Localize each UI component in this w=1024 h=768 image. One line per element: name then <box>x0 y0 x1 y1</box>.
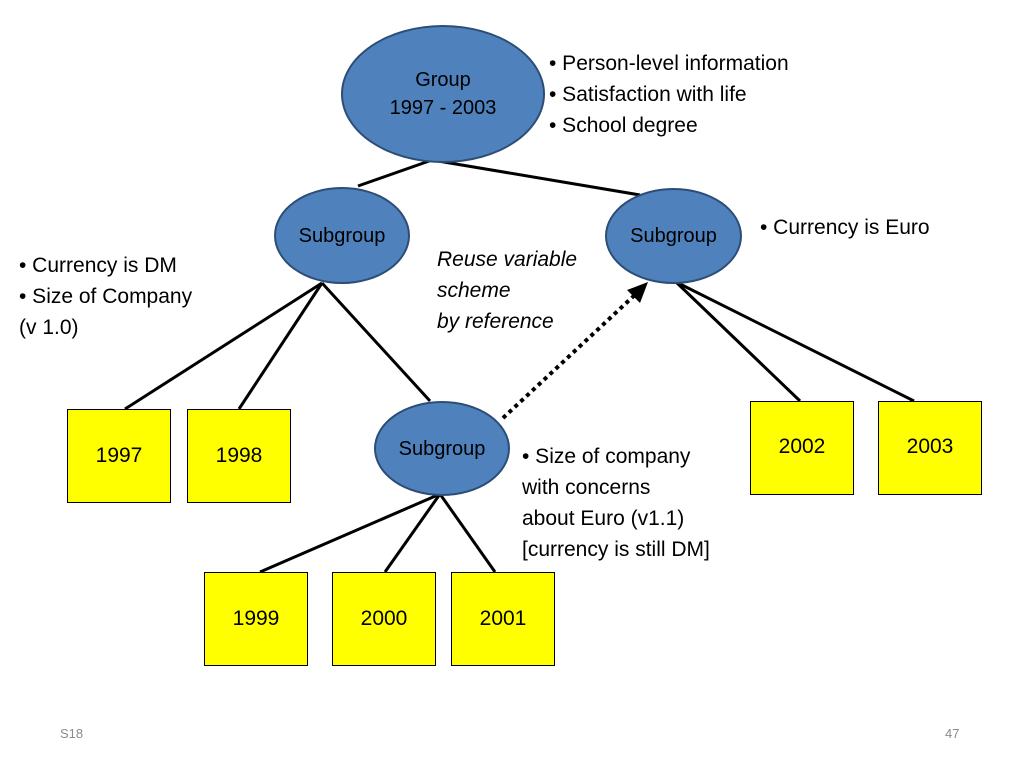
subgroup-right-node: Subgroup <box>605 188 742 284</box>
connector-mid-1999 <box>259 492 441 574</box>
subgroup-mid-label: Subgroup <box>398 437 486 460</box>
reuse-note-line: scheme <box>437 279 511 302</box>
reuse-note-line: Reuse variable <box>437 248 578 271</box>
right-note-line: • Currency is Euro <box>760 216 930 239</box>
right-subgroup-notes: • Currency is Euro <box>760 212 930 243</box>
connector-right-2002 <box>674 280 802 403</box>
mid-note-line: [currency is still DM] <box>522 538 710 561</box>
subgroup-mid-node: Subgroup <box>374 401 510 496</box>
subgroup-right-label: Subgroup <box>630 225 717 247</box>
year-box-2000: 2000 <box>332 572 436 666</box>
group-node: Group 1997 - 2003 <box>341 25 545 163</box>
mid-note-line: • Size of company <box>522 445 691 468</box>
year-label: 1997 <box>95 444 143 467</box>
connector-left-1998 <box>237 282 324 410</box>
year-box-1999: 1999 <box>204 572 308 666</box>
group-years: 1997 - 2003 <box>389 97 497 119</box>
reuse-arrow-line <box>501 290 640 420</box>
group-notes: • Person-level information • Satisfactio… <box>549 48 789 141</box>
mid-note-line: about Euro (v1.1) <box>522 507 685 530</box>
group-note-line: • Person-level information <box>549 52 789 75</box>
left-note-line: • Size of Company <box>19 285 193 308</box>
year-label: 2003 <box>906 435 954 458</box>
left-note-line: (v 1.0) <box>19 316 79 339</box>
page-number: 47 <box>945 726 960 741</box>
mid-note-line: with concerns <box>522 476 651 499</box>
group-title: Group <box>415 69 471 91</box>
connector-left-mid <box>320 281 432 403</box>
connector-left-1997 <box>124 281 323 411</box>
year-box-1997: 1997 <box>67 409 171 503</box>
group-note-line: • School degree <box>549 114 698 137</box>
connector-mid-2000 <box>383 493 442 573</box>
footer-left-label: S18 <box>60 726 84 741</box>
connector-group-right <box>431 158 641 197</box>
subgroup-left-label: Subgroup <box>298 224 386 247</box>
year-label: 2000 <box>360 607 408 630</box>
year-label: 2001 <box>479 607 527 630</box>
year-label: 1998 <box>215 444 263 467</box>
year-box-2001: 2001 <box>451 572 555 666</box>
year-box-2003: 2003 <box>878 401 982 495</box>
year-label: 2002 <box>778 435 826 458</box>
subgroup-left-node: Subgroup <box>274 187 410 284</box>
left-subgroup-notes: • Currency is DM • Size of Company (v 1.… <box>19 250 192 343</box>
left-note-line: • Currency is DM <box>19 254 177 277</box>
mid-subgroup-notes: • Size of company with concerns about Eu… <box>522 441 710 565</box>
year-box-1998: 1998 <box>187 409 291 503</box>
year-box-2002: 2002 <box>750 401 854 495</box>
group-note-line: • Satisfaction with life <box>549 83 747 106</box>
reuse-note-line: by reference <box>437 310 554 333</box>
connector-group-left <box>357 158 433 188</box>
year-label: 1999 <box>232 607 280 630</box>
connector-mid-2001 <box>438 493 497 573</box>
connector-right-2003 <box>675 280 915 403</box>
reuse-note: Reuse variable scheme by reference <box>437 244 577 337</box>
reuse-arrow-head <box>627 282 648 303</box>
